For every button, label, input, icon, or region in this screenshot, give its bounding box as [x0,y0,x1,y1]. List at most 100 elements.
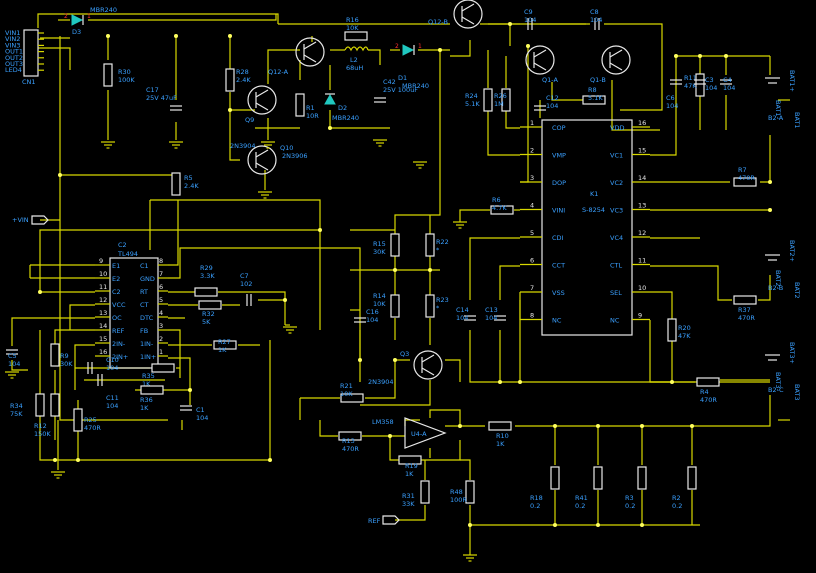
battery-pack [765,77,780,361]
s8254-pin-number: 10 [638,284,646,292]
resistor-value: * [436,246,440,254]
battery-plus-label: BAT2+ [788,240,796,262]
resistor-ref: R32 [202,310,215,318]
tl494-pin-signal: DTC [140,314,154,322]
resistor-value: 0.2 [672,502,682,510]
ground-icon [258,191,272,199]
connector-ref: CN1 [22,78,36,86]
capacitor-ref: C17 [146,86,159,94]
s8254-pin-number: 7 [530,284,534,292]
tl494-pin-number: 2 [159,335,163,343]
capacitor-value: 104 [485,314,497,322]
ground-icon [261,141,275,149]
capacitor-ref: C10 [106,356,119,364]
transistor-q9: Q9 2N3904 [230,85,277,150]
resistor-ref: R16 [346,16,359,24]
capacitor-ref: C5 [8,352,17,360]
s8254-pin-signal: NC [552,317,562,325]
tl494-pin-signal: C1 [140,262,149,270]
resistor-value: 75K [10,410,23,418]
transistor-value: 2N3904 [230,142,256,150]
tl494-pin-number: 5 [159,296,163,304]
capacitor-value: 104 [366,316,378,324]
vin-port-label: +VIN [12,216,29,224]
resistor-ref: R31 [402,492,415,500]
capacitor-value: 104 [590,16,602,24]
connector-pin-label: OUT1 [5,48,23,56]
battery-minus-label: BAT2- [774,270,782,290]
s8254-pin-number: 12 [638,229,646,237]
tl494-pin-signal: VCC [112,301,126,309]
resistor-r3: R30.2 [625,466,647,510]
tl494-pin-number: 8 [159,257,163,265]
tl494-pin-number: 9 [99,257,103,265]
capacitor-value: 104 [106,364,118,372]
tl494-pin-signal: OC [112,314,122,322]
resistor-ref: R12 [34,422,47,430]
resistor-value: 5K [202,318,211,326]
ground-icon [5,371,19,379]
tl494-pin-number: 10 [99,270,107,278]
s8254-pin-number: 1 [530,119,534,127]
tl494-pin-number: 12 [99,296,107,304]
s8254-pin-number: 6 [530,257,534,265]
inductor-value: 68uH [346,64,363,72]
capacitor-value: 104 [666,102,678,110]
s8254-pin-signal: DOP [552,179,566,187]
resistor-ref: R36 [140,396,153,404]
capacitor-ref: C4 [723,76,732,84]
resistor-ref: R6 [492,196,501,204]
capacitor-ref: C1 [196,406,205,414]
resistor-value: 47K [678,332,691,340]
tl494-pin-signal: 1IN+ [140,353,156,361]
resistor-value: 2.4K [236,76,251,84]
tl494-pin-number: 7 [159,270,163,278]
inductor-l2: L2 68uH [344,46,369,72]
vin-port: +VIN [12,215,49,225]
resistor-ref: R11 [684,74,697,82]
resistor-r22: R22* [425,233,449,257]
resistor-value: 30K [373,248,386,256]
resistor-ref: R15 [373,240,386,248]
resistor-value: * [436,304,440,312]
s8254-pin-number: 16 [638,119,646,127]
resistor-value: 1K [142,380,151,388]
capacitor-ref: C6 [666,94,675,102]
s8254-pin-signal: NC [610,317,620,325]
transistor-ref: Q3 [400,350,409,358]
ground-icon [101,141,115,149]
s8254-pin-number: 5 [530,229,534,237]
resistor-value: 10R [306,112,319,120]
resistor-value: 5.1K [465,100,480,108]
resistor-ref: R7 [738,166,747,174]
resistor-ref: R1 [306,104,315,112]
diode-cathode-pin: 1 [87,13,91,20]
capacitor-ref: C14 [456,306,469,314]
tl494-pin-signal: GND [140,275,155,283]
transistor-ref: Q9 [245,116,254,124]
capacitor-value: 25V 47uF [146,94,177,102]
resistor-ref: R41 [575,494,588,502]
resistor-value: 100R [450,496,467,504]
battery-minus-label: BAT1- [774,100,782,120]
diode-cathode-pin: 1 [418,43,422,50]
battery-ref: BAT3 [793,384,801,401]
ref-port-label: REF [368,517,381,525]
resistor-value: 2.4K [184,182,199,190]
resistor-value: 1K [405,470,414,478]
